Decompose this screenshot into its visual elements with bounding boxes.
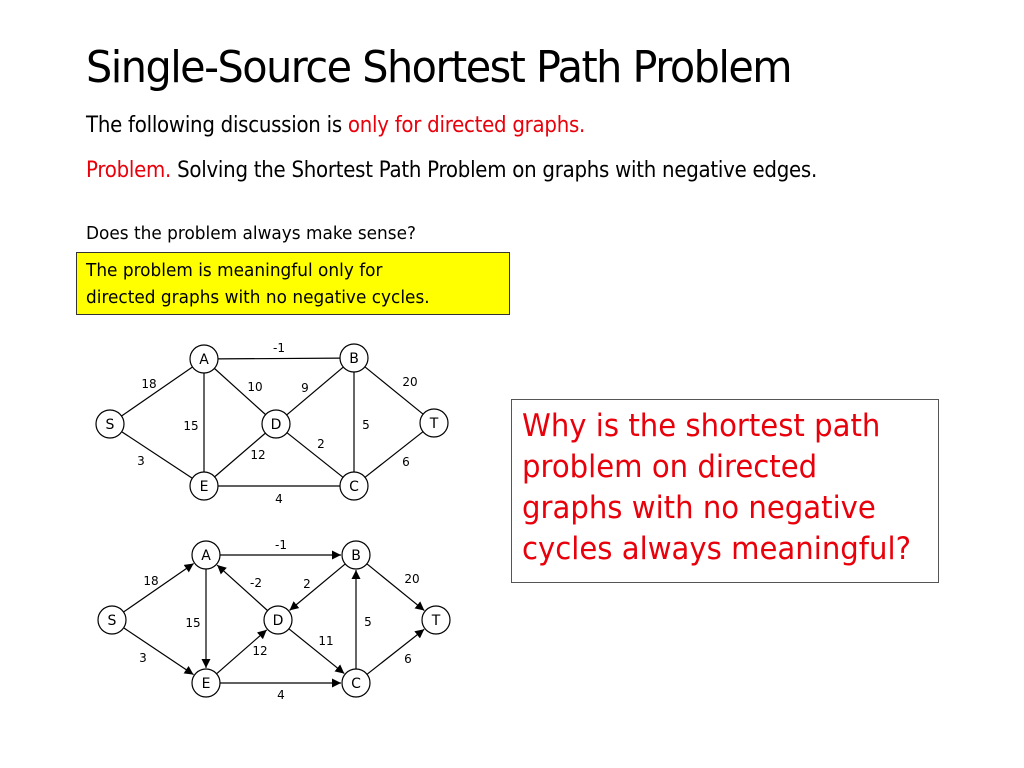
edge-b-t bbox=[366, 563, 425, 612]
edge-s-e bbox=[121, 431, 193, 479]
edge-weight-label: 15 bbox=[183, 419, 198, 433]
edge-a-b bbox=[217, 357, 341, 360]
node-label: A bbox=[201, 548, 211, 564]
edge-weight-label: 12 bbox=[250, 448, 265, 462]
scope-highlight: only for directed graphs. bbox=[347, 113, 586, 138]
node-t bbox=[419, 408, 449, 438]
why-line-4: cycles always meaningful? bbox=[522, 531, 912, 567]
edge-weight-label: 2 bbox=[317, 437, 325, 451]
edge-weight-label: 2 bbox=[303, 577, 311, 591]
edge-weight-label: 12 bbox=[252, 644, 267, 658]
edge-weight-label: 3 bbox=[137, 454, 145, 468]
edge-weight-label: 6 bbox=[404, 652, 412, 666]
edge-weight-label: 10 bbox=[247, 380, 262, 394]
edge-weight-label: 15 bbox=[185, 616, 200, 630]
node-c bbox=[339, 471, 369, 501]
answer-line-1: The problem is meaningful only for bbox=[86, 260, 383, 281]
edge-weight-label: 18 bbox=[141, 377, 156, 391]
node-label: S bbox=[106, 417, 115, 433]
why-line-2: problem on directed bbox=[522, 449, 818, 485]
edge-d-c bbox=[286, 432, 344, 478]
edge-weight-label: 6 bbox=[402, 455, 410, 469]
why-line-1: Why is the shortest path bbox=[522, 408, 881, 444]
answer-line-2: directed graphs with no negative cycles. bbox=[86, 287, 430, 308]
scope-statement: The following discussion is only for dir… bbox=[86, 112, 585, 140]
node-label: S bbox=[108, 613, 117, 629]
undirected-graph: 18 3 -1 15 10 9 12 2 5 4 20 6 S A B D T E C bbox=[95, 341, 449, 506]
edge-weight-label: -1 bbox=[273, 341, 285, 355]
edge-weight-label: 5 bbox=[362, 418, 370, 432]
node-label: D bbox=[273, 613, 284, 629]
edge-weight-label: 3 bbox=[139, 651, 147, 665]
edge-weight-label: 20 bbox=[404, 572, 419, 586]
node-s bbox=[97, 605, 127, 635]
directed-graph: 18 3 -1 15 -2 2 12 11 5 4 20 6 S A B D T E C bbox=[97, 538, 451, 702]
problem-label: Problem. bbox=[86, 158, 172, 183]
why-line-3: graphs with no negative bbox=[522, 490, 876, 526]
edge-s-a bbox=[123, 563, 195, 613]
edge-c-t bbox=[364, 431, 424, 478]
edge-weight-label: -1 bbox=[275, 538, 287, 552]
slide-title: Single-Source Shortest Path Problem bbox=[86, 42, 793, 93]
edge-a-d bbox=[213, 367, 267, 416]
edge-weight-label: 4 bbox=[277, 688, 285, 702]
node-b bbox=[341, 540, 371, 570]
edge-s-e bbox=[123, 627, 194, 676]
node-label: C bbox=[351, 676, 361, 692]
edge-weight-label: 5 bbox=[364, 615, 372, 629]
node-label: D bbox=[271, 417, 282, 433]
edge-s-a bbox=[121, 366, 193, 417]
node-label: A bbox=[199, 352, 209, 368]
why-question-box: Why is the shortest path problem on dire… bbox=[511, 399, 939, 583]
edge-weight-label: 18 bbox=[143, 574, 158, 588]
node-label: T bbox=[431, 613, 441, 629]
node-label: E bbox=[200, 479, 209, 495]
node-s bbox=[95, 409, 125, 439]
node-label: B bbox=[349, 351, 359, 367]
node-d bbox=[263, 605, 293, 635]
problem-text: Solving the Shortest Path Problem on gra… bbox=[171, 158, 817, 183]
edge-b-t bbox=[364, 366, 424, 415]
highlight-answer-box: The problem is meaningful only for direc… bbox=[76, 252, 510, 315]
question-text: Does the problem always make sense? bbox=[86, 223, 416, 244]
edge-c-t bbox=[366, 628, 425, 675]
node-label: C bbox=[349, 479, 359, 495]
node-e bbox=[189, 471, 219, 501]
node-a bbox=[191, 540, 221, 570]
edge-e-d bbox=[216, 629, 268, 675]
node-label: B bbox=[351, 548, 361, 564]
edge-d-c bbox=[288, 628, 345, 675]
problem-statement: Problem. Solving the Shortest Path Probl… bbox=[86, 157, 817, 185]
scope-prefix: The following discussion is bbox=[86, 113, 348, 138]
edge-weight-label: 20 bbox=[402, 375, 417, 389]
edge-weight-label: 4 bbox=[275, 492, 283, 506]
edge-b-d bbox=[289, 563, 346, 611]
node-t bbox=[421, 605, 451, 635]
node-d bbox=[261, 409, 291, 439]
edge-e-d bbox=[214, 432, 266, 478]
node-label: T bbox=[429, 416, 439, 432]
node-c bbox=[341, 668, 371, 698]
edge-weight-label: 11 bbox=[318, 634, 333, 648]
node-b bbox=[339, 343, 369, 373]
node-e bbox=[191, 668, 221, 698]
node-label: E bbox=[202, 676, 211, 692]
edge-d-a bbox=[216, 564, 269, 612]
edge-d-b bbox=[286, 366, 344, 416]
edge-weight-label: -2 bbox=[250, 576, 262, 590]
edge-weight-label: 9 bbox=[301, 381, 309, 395]
node-a bbox=[189, 344, 219, 374]
